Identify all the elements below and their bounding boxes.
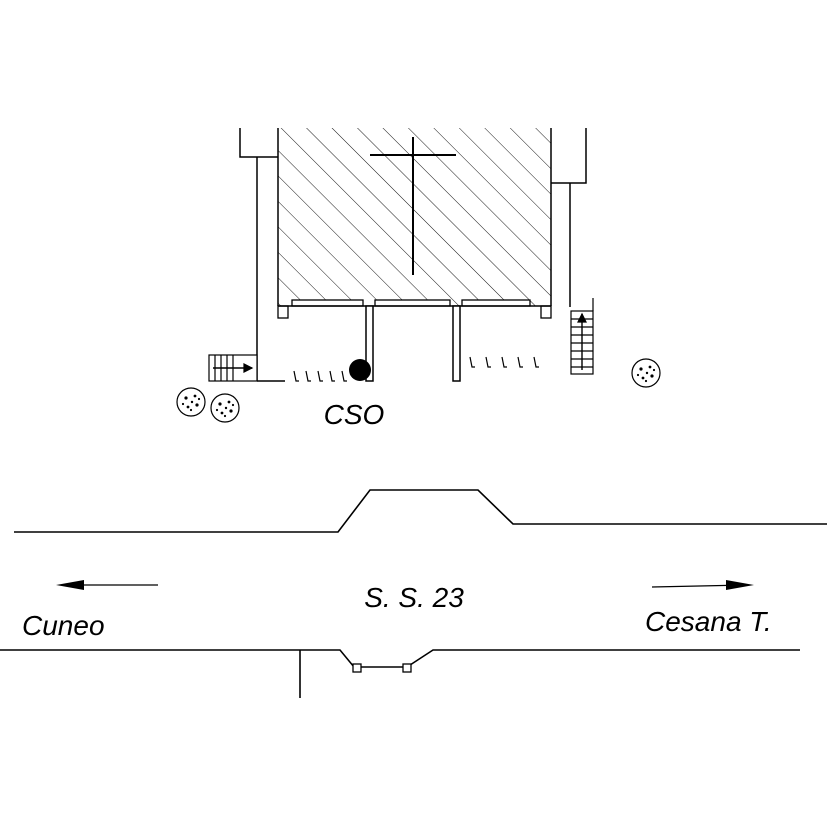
portico-pillars: [365, 305, 461, 382]
church-building: [277, 128, 552, 319]
road-south-edge: [0, 649, 800, 698]
station-label: CSO: [324, 399, 385, 430]
tree-icon: [210, 393, 240, 423]
cross-icon: [370, 137, 456, 275]
west-destination-label: Cuneo: [22, 610, 105, 641]
tree-icon: [631, 358, 661, 388]
east-destination-label: Cesana T.: [645, 606, 772, 637]
right-wall: [551, 128, 587, 307]
stairs-icon: [570, 298, 594, 375]
direction-arrow-icon: [56, 580, 158, 590]
direction-arrow-icon: [651, 580, 754, 590]
steps-right: [469, 356, 539, 368]
stairs-icon: [208, 354, 258, 382]
bus-stop-markers: [352, 663, 412, 673]
steps-left: [293, 370, 347, 382]
filled-circle-icon: [349, 359, 371, 381]
road-label: S. S. 23: [364, 582, 464, 613]
tree-icon: [176, 387, 206, 417]
left-wall: [239, 128, 285, 382]
road-north-edge: [14, 489, 827, 533]
